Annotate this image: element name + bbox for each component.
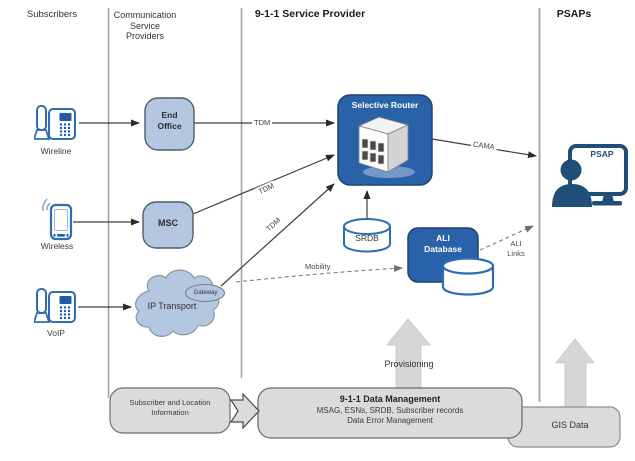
end-office-label: End Office bbox=[157, 110, 182, 131]
ali-cylinder bbox=[441, 257, 495, 296]
data-management-line1: MSAG, ESNs, SRDB, Subscriber records bbox=[316, 406, 464, 415]
header-service-provider: 9-1-1 Service Provider bbox=[254, 8, 366, 20]
gis-arrow bbox=[555, 338, 595, 408]
data-management-text: 9-1-1 Data Management MSAG, ESNs, SRDB, … bbox=[258, 394, 522, 425]
psap-screen-label: PSAP bbox=[590, 149, 614, 159]
msc-box bbox=[142, 201, 194, 249]
voip-phone-icon bbox=[34, 288, 76, 323]
gateway-ellipse bbox=[184, 283, 226, 303]
subscriber-info-label: Subscriber and Location Information bbox=[129, 398, 211, 417]
wireline-label: Wireline bbox=[40, 146, 72, 156]
subscriber-info-block-arrow bbox=[229, 392, 260, 430]
msc-label: MSC bbox=[158, 218, 178, 228]
mobility-link bbox=[235, 264, 403, 283]
wireless-phone-icon bbox=[42, 198, 73, 241]
srdb-cylinder bbox=[343, 218, 391, 253]
psap-operator-icon bbox=[552, 144, 628, 207]
gis-data-label: GIS Data bbox=[551, 420, 589, 430]
wireline-phone-icon bbox=[34, 105, 76, 140]
selective-router-label: Selective Router bbox=[351, 100, 419, 110]
gateway-label: Gateway bbox=[193, 289, 218, 296]
ali-database-label: ALI Database bbox=[424, 233, 462, 254]
srdb-label: SRDB bbox=[355, 233, 379, 243]
gateway-to-router bbox=[220, 183, 335, 287]
wireless-label: Wireless bbox=[40, 241, 74, 251]
header-subscribers: Subscribers bbox=[26, 9, 78, 20]
ali-links-link bbox=[479, 225, 534, 251]
subscriber-info-box bbox=[109, 387, 231, 434]
data-management-title: 9-1-1 Data Management bbox=[339, 394, 441, 404]
server-building-icon bbox=[357, 116, 415, 178]
data-management-box bbox=[257, 387, 523, 439]
provisioning-arrow bbox=[386, 318, 431, 390]
provisioning-label: Provisioning bbox=[384, 359, 434, 369]
ip-transport-label: IP Transport bbox=[147, 301, 197, 311]
header-psaps: PSAPs bbox=[556, 8, 592, 20]
tdm-endoffice-label: TDM bbox=[252, 118, 273, 127]
ali-links-label: ALI Links bbox=[507, 239, 525, 258]
voip-label: VoIP bbox=[47, 328, 65, 338]
mobility-label: Mobility bbox=[305, 262, 331, 271]
data-management-line2: Data Error Management bbox=[347, 416, 433, 425]
header-csp: Communication Service Providers bbox=[113, 10, 177, 41]
end-office-box bbox=[144, 97, 195, 151]
